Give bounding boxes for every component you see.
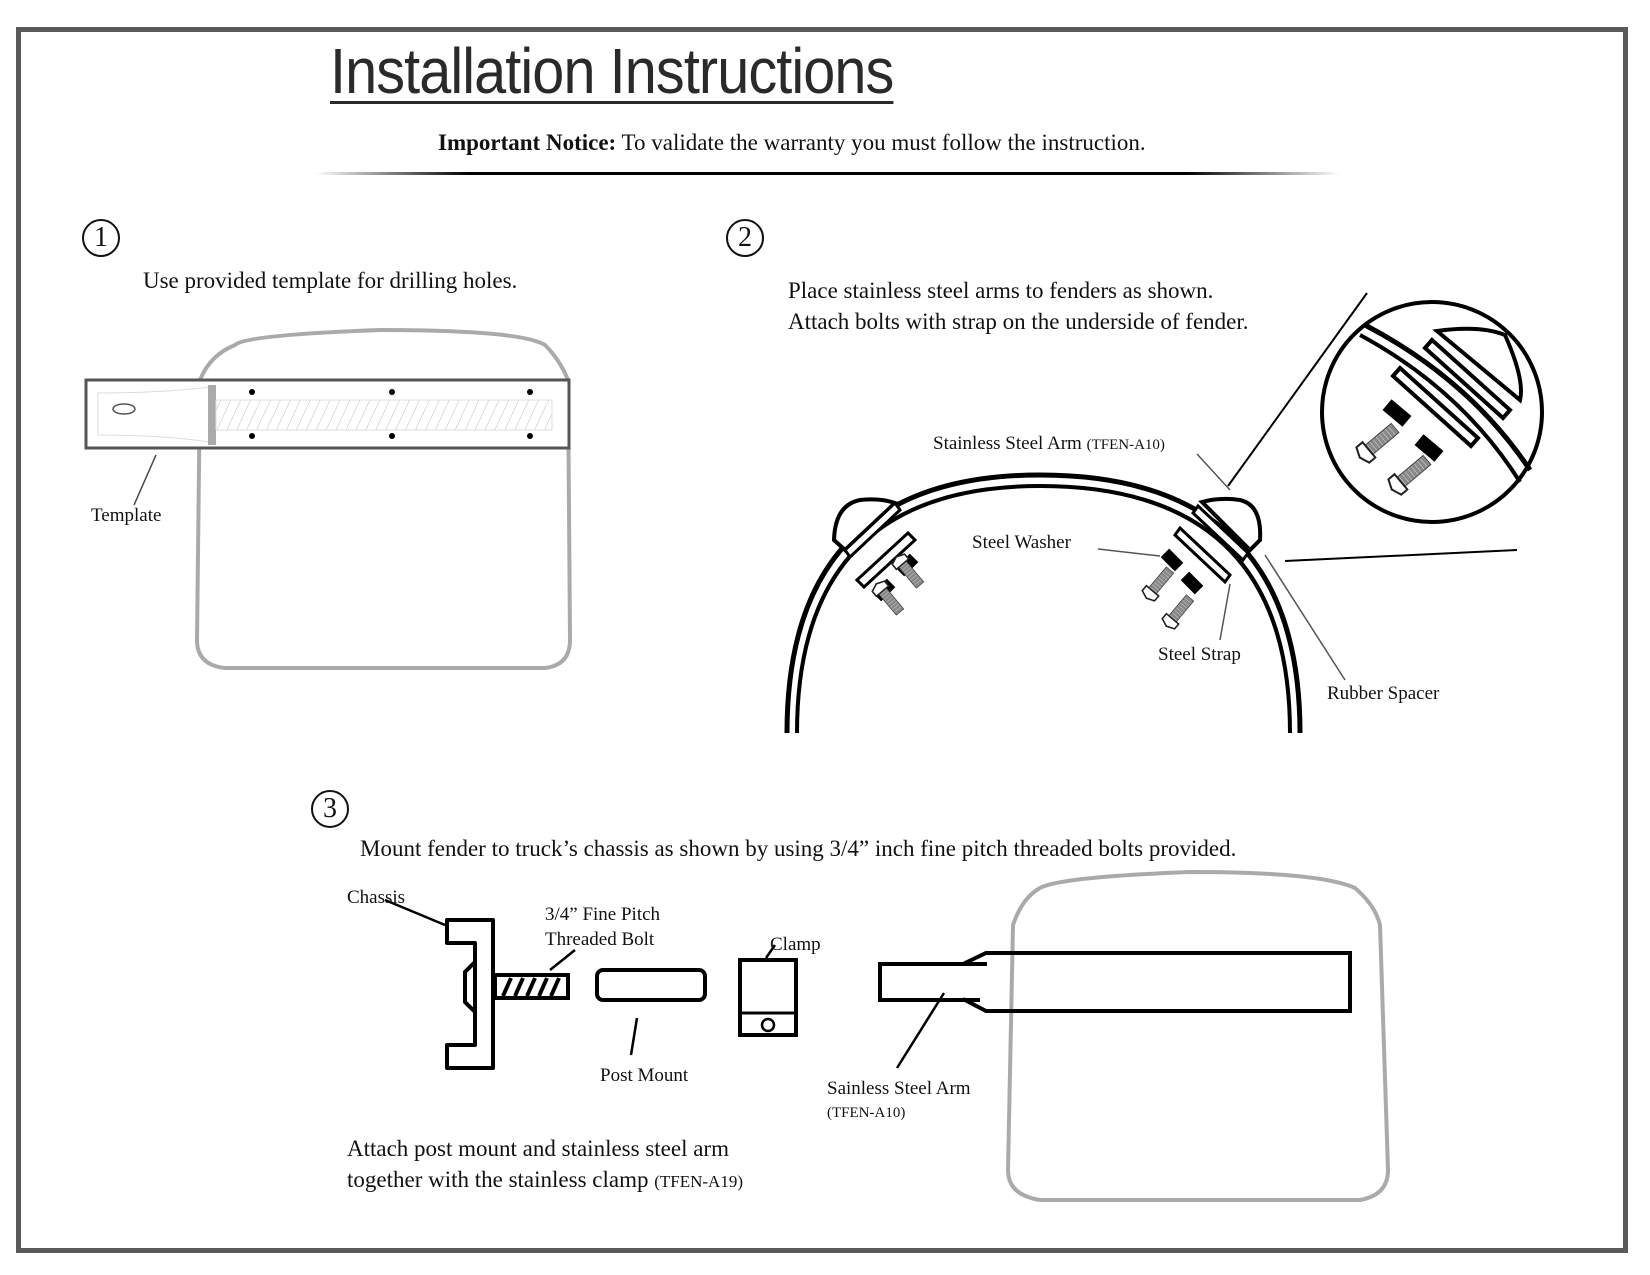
bolt-leader <box>549 949 576 971</box>
post-mount-label: Post Mount <box>600 1065 689 1086</box>
arm-leader-step3 <box>895 992 946 1069</box>
threaded-bolt-label: 3/4” Fine Pitch Threaded Bolt <box>545 902 660 952</box>
threaded-bolt-label-line-1: 3/4” Fine Pitch <box>545 904 661 925</box>
washer-leader <box>1097 548 1161 557</box>
step3-fender-outline <box>1005 869 1391 1202</box>
steel-arm-part <box>878 951 1352 1013</box>
detail-leader-bottom <box>1284 549 1518 562</box>
step-2-instruction-line-1: Place stainless steel arms to fenders as… <box>788 278 1214 303</box>
stainless-arm-label-text: Stainless Steel Arm <box>933 433 1082 454</box>
step3-diagram <box>384 869 1391 1202</box>
step-3-instruction: Mount fender to truck’s chassis as shown… <box>360 836 1237 861</box>
step-2-badge: 2 <box>726 219 764 257</box>
steel-strap-label: Steel Strap <box>1158 644 1241 665</box>
chassis-label: Chassis <box>347 887 406 908</box>
step3-arm-code: (TFEN-A10) <box>827 1105 906 1121</box>
template-hatch-area <box>215 399 553 431</box>
page-title: Installation Instructions <box>330 35 894 107</box>
fender-arc-outer <box>784 472 1303 734</box>
important-notice: Important Notice: To validate the warran… <box>438 130 1146 156</box>
drill-hole-markers <box>249 389 533 439</box>
fender-arc-inner <box>795 483 1292 734</box>
steel-washer-label: Steel Washer <box>972 532 1071 553</box>
clamp-leader <box>764 944 777 959</box>
step-1-instruction: Use provided template for drilling holes… <box>143 268 518 293</box>
step-3-caption-line-2-text: together with the stainless clamp <box>347 1167 649 1192</box>
step2-diagram <box>784 292 1544 734</box>
template-handle-edge <box>208 385 216 445</box>
step-3-caption-line-1: Attach post mount and stainless steel ar… <box>347 1136 729 1161</box>
step3-arm-label-text: Sainless Steel Arm <box>827 1078 971 1099</box>
step-2-instruction: Place stainless steel arms to fenders as… <box>788 275 1249 337</box>
notice-text: To validate the warranty you must follow… <box>616 130 1146 155</box>
template-logo <box>112 403 136 415</box>
header-divider <box>315 172 1340 175</box>
right-arm-assembly <box>1139 496 1263 633</box>
rubber-spacer-label: Rubber Spacer <box>1327 683 1440 704</box>
chassis-leader <box>384 898 446 927</box>
page-border <box>16 27 1628 1253</box>
step-3-caption-line-2: together with the stainless clamp (TFEN-… <box>347 1164 743 1197</box>
arm-leader <box>1196 453 1231 491</box>
template-leader <box>133 454 157 506</box>
clamp-part <box>738 958 798 1037</box>
post-mount <box>595 968 707 1002</box>
left-arm-assembly <box>831 497 927 618</box>
stainless-arm-code: (TFEN-A10) <box>1086 437 1165 453</box>
detail-zoom-circle <box>1320 300 1544 524</box>
template-handle <box>97 386 211 443</box>
step-3-badge: 3 <box>311 790 349 828</box>
template-label: Template <box>91 505 162 526</box>
notice-label: Important Notice: <box>438 130 617 155</box>
detail-leader-top <box>1227 292 1368 487</box>
chassis-boss <box>463 960 477 1014</box>
clamp-label: Clamp <box>770 934 821 955</box>
chassis-part <box>445 918 495 1070</box>
step1-diagram <box>84 327 573 670</box>
step3-arm-label: Sainless Steel Arm (TFEN-A10) <box>827 1077 971 1125</box>
spacer-leader <box>1264 554 1346 681</box>
post-mount-leader <box>629 1017 639 1056</box>
step-3-caption-code: (TFEN-A19) <box>654 1172 743 1191</box>
strap-leader <box>1219 583 1231 641</box>
threaded-bolt-label-line-2: Threaded Bolt <box>545 929 655 950</box>
stainless-arm-label: Stainless Steel Arm (TFEN-A10) <box>933 433 1165 455</box>
threaded-bolt <box>493 973 570 1000</box>
step1-fender-outline <box>194 327 573 670</box>
step-3-caption: Attach post mount and stainless steel ar… <box>347 1133 743 1197</box>
step-1-badge: 1 <box>82 219 120 257</box>
step-2-instruction-line-2: Attach bolts with strap on the underside… <box>788 309 1249 334</box>
